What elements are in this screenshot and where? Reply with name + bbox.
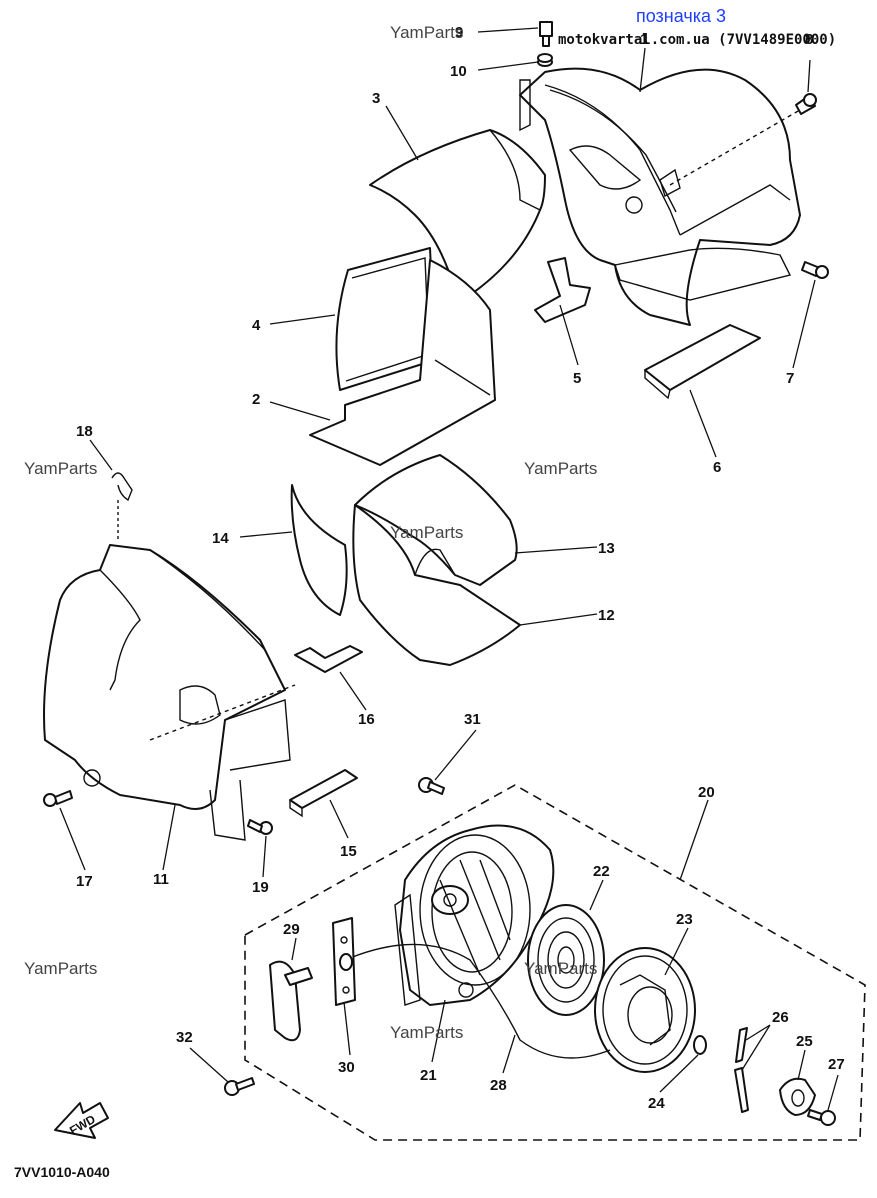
- callout-30: 30: [338, 1059, 355, 1076]
- callout-24: 24: [648, 1095, 665, 1112]
- part-1-top-cowling: [519, 67, 801, 326]
- part-17-screw: [43, 790, 73, 807]
- watermark-text: YamParts: [24, 959, 97, 978]
- part-11-side-cowling: [43, 544, 296, 841]
- part-27-bolt: [807, 1109, 836, 1126]
- callout-1: 1: [640, 31, 648, 48]
- callout-16: 16: [358, 711, 375, 728]
- callout-4: 4: [252, 317, 261, 334]
- callout-19: 19: [252, 879, 269, 896]
- part-28-rope: [349, 943, 611, 1059]
- source-label: motokvartal.com.ua (7VV1489E0000): [558, 32, 836, 48]
- watermark-text: YamParts: [390, 1023, 463, 1042]
- callout-6: 6: [713, 459, 721, 476]
- callout-numbers: 9 10 1 8 3 4 2 5 7 6 18 14 13 12 16 31 2…: [76, 24, 845, 1112]
- callout-15: 15: [340, 843, 357, 860]
- watermark-text: YamParts: [524, 959, 597, 978]
- part-5-block: [534, 257, 591, 323]
- part-19-screw: [247, 819, 273, 835]
- watermark-text: YamParts: [24, 459, 97, 478]
- part-22-spring: [527, 904, 605, 1016]
- callout-8: 8: [805, 31, 813, 48]
- diagram-code: 7VV1010-A040: [14, 1164, 110, 1180]
- part-18-clip: [111, 472, 133, 540]
- callout-27: 27: [828, 1056, 845, 1073]
- callout-11: 11: [153, 871, 169, 888]
- callout-18: 18: [76, 423, 93, 440]
- watermarks: YamParts YamParts YamParts YamParts YamP…: [24, 23, 597, 1042]
- callout-22: 22: [593, 863, 610, 880]
- part-6-plate: [644, 324, 761, 400]
- watermark-text: YamParts: [390, 523, 463, 542]
- callout-2: 2: [252, 391, 260, 408]
- callout-17: 17: [76, 873, 93, 890]
- part-15-block: [289, 769, 358, 818]
- callout-13: 13: [598, 540, 615, 557]
- callout-28: 28: [490, 1077, 507, 1094]
- part-7-screw: [801, 261, 829, 279]
- callout-14: 14: [212, 530, 229, 547]
- part-30-guide-plate: [332, 917, 356, 1006]
- part-24-spring-small: [693, 1035, 707, 1055]
- callout-12: 12: [598, 607, 615, 624]
- part-3-upper-shell: [369, 129, 546, 296]
- fwd-arrow-icon: FWD: [54, 1102, 109, 1139]
- callout-3: 3: [372, 90, 380, 107]
- part-10-washer: [537, 53, 553, 67]
- watermark-text: YamParts: [390, 23, 463, 42]
- part-29-handle: [269, 960, 313, 1042]
- part-31-bolt: [418, 777, 445, 795]
- part-25-drive-plate: [779, 1077, 816, 1116]
- part-21-starter-housing: [394, 824, 555, 1006]
- part-12-lower-shell: [352, 504, 521, 666]
- callout-7: 7: [786, 370, 794, 387]
- part-23-reel: [594, 947, 696, 1073]
- callout-21: 21: [420, 1067, 437, 1084]
- callout-10: 10: [450, 63, 467, 80]
- watermark-text: YamParts: [524, 459, 597, 478]
- part-16-block: [294, 645, 363, 673]
- part-8-screw: [795, 93, 817, 115]
- part-13-rear-shell: [354, 454, 518, 586]
- part-20-assembly-boundary: [244, 784, 866, 1141]
- callout-23: 23: [676, 911, 693, 928]
- part-9-bolt: [539, 21, 553, 47]
- callout-5: 5: [573, 370, 581, 387]
- callout-32: 32: [176, 1029, 193, 1046]
- callout-26: 26: [772, 1009, 789, 1026]
- leader-lines: [59, 27, 839, 1111]
- part-32-bolt: [224, 1077, 255, 1096]
- callout-29: 29: [283, 921, 300, 938]
- part-2-sheet: [309, 259, 496, 466]
- part-26-pawls: [734, 1027, 749, 1113]
- callout-31: 31: [464, 711, 481, 728]
- callout-20: 20: [698, 784, 715, 801]
- part-14-gasket: [290, 484, 348, 616]
- page-title: позначка 3: [636, 6, 726, 26]
- callout-9: 9: [455, 24, 463, 41]
- callout-25: 25: [796, 1033, 813, 1050]
